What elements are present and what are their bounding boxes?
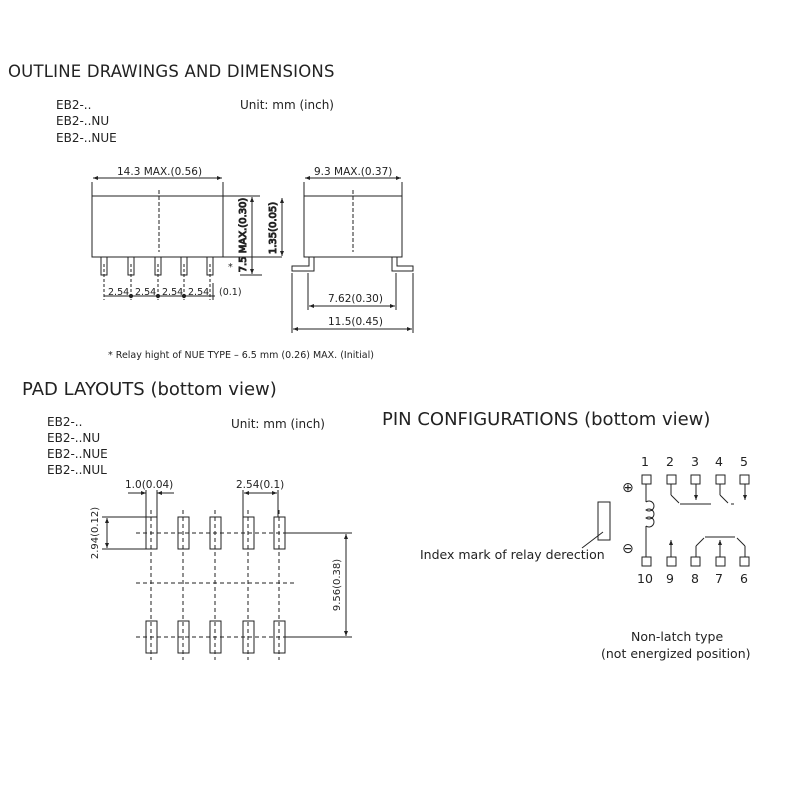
pin-label-7: 7 (715, 571, 723, 586)
relay-body-front (91, 195, 224, 258)
outline-note: * Relay hight of NUE TYPE – 6.5 mm (0.26… (108, 350, 374, 361)
pin-label-4: 4 (715, 454, 723, 469)
pin-label-6: 6 (740, 571, 748, 586)
front-view: 7.5 MAX.(0.30) 1.35(0.05) (91, 176, 284, 300)
caption-line-1: Non-latch type (631, 629, 724, 644)
dim-row: 7.62(0.30) (328, 293, 383, 305)
outline-model-1: EB2-.. (56, 98, 92, 112)
dim-depth: 9.3 MAX.(0.37) (314, 166, 393, 178)
pad-dim-row: 9.56(0.38) (332, 559, 343, 611)
side-view (291, 176, 414, 333)
pin-label-10: 10 (637, 571, 653, 586)
pin-label-8: 8 (691, 571, 699, 586)
pad-model-4: EB2-..NUL (47, 463, 107, 477)
dim-width: 14.3 MAX.(0.56) (117, 166, 203, 178)
pad-dim-pitch: 2.54(0.1) (236, 479, 285, 491)
minus-symbol: ⊖ (622, 541, 634, 557)
dim-lead: 1.35(0.05) (268, 202, 279, 254)
dim-height: 7.5 MAX.(0.30) (238, 198, 249, 273)
dim-asterisk: * (228, 262, 233, 273)
pin-label-9: 9 (666, 571, 674, 586)
pin-label-3: 3 (691, 454, 699, 469)
pad-dim-length: 2.94(0.12) (90, 507, 101, 559)
pin-label-1: 1 (641, 454, 649, 469)
pad-model-1: EB2-.. (47, 415, 83, 429)
dim-overall: 11.5(0.45) (328, 316, 383, 328)
index-mark-label: Index mark of relay derection (420, 547, 605, 562)
pin-title: PIN CONFIGURATIONS (bottom view) (382, 409, 711, 430)
pin-label-2: 2 (666, 454, 674, 469)
caption-line-2: (not energized position) (601, 646, 751, 661)
dim-pitch-1: 2.54 (108, 287, 130, 298)
plus-symbol: ⊕ (622, 480, 634, 496)
pad-layout: 2.94(0.12) 9.56(0.38) (90, 490, 352, 660)
dim-pitch-2: 2.54 (135, 287, 157, 298)
lead-left (291, 257, 315, 272)
pin-schematic (581, 474, 750, 567)
pad-model-3: EB2-..NUE (47, 447, 108, 461)
pad-dim-width: 1.0(0.04) (125, 479, 174, 491)
pad-title: PAD LAYOUTS (bottom view) (22, 379, 277, 400)
pad-model-2: EB2-..NU (47, 431, 101, 445)
dim-pin-width: (0.1) (219, 287, 242, 298)
outline-title: OUTLINE DRAWINGS AND DIMENSIONS (8, 62, 335, 81)
pin-label-5: 5 (740, 454, 748, 469)
lead-right (391, 257, 414, 272)
outline-model-2: EB2-..NU (56, 114, 110, 128)
dim-pitch-4: 2.54 (188, 287, 210, 298)
dim-pitch-3: 2.54 (162, 287, 184, 298)
index-mark (597, 501, 611, 541)
pad-unit: Unit: mm (inch) (231, 417, 325, 431)
outline-unit: Unit: mm (inch) (240, 98, 334, 112)
coil-icon (645, 500, 655, 528)
outline-model-3: EB2-..NUE (56, 131, 117, 145)
